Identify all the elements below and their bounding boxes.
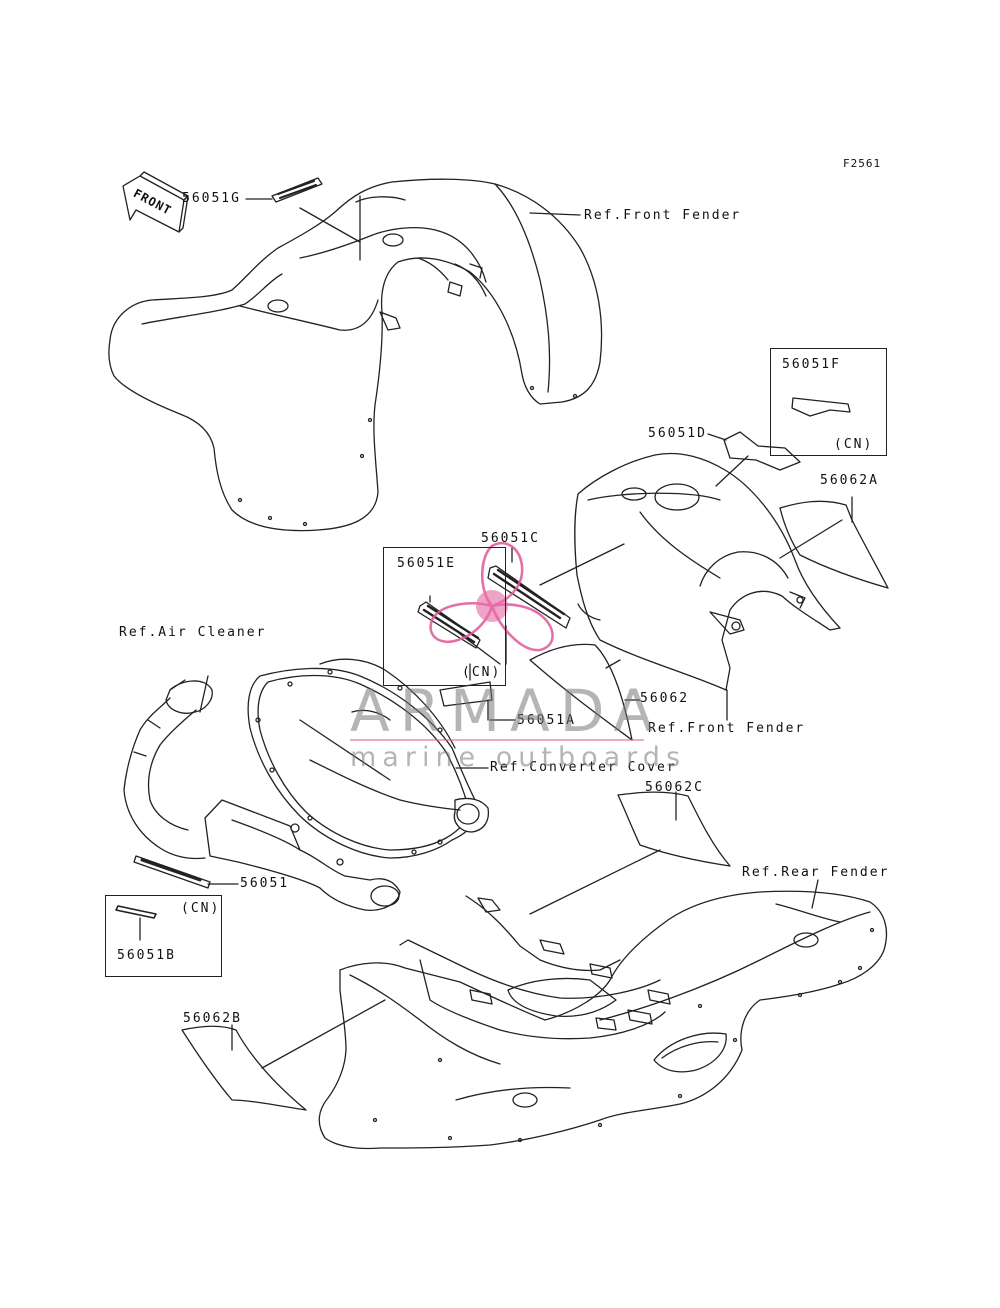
- front-arrow-icon: [122, 171, 189, 233]
- ref-label-front-fender: Ref.Front Fender: [584, 208, 742, 223]
- ref-label-air-cleaner: Ref.Air Cleaner: [119, 625, 267, 640]
- air-cleaner-duct-drawing: [123, 675, 401, 911]
- part-label-56051: 56051: [240, 876, 290, 891]
- ref-label-rear-fender: Ref.Rear Fender: [742, 865, 890, 880]
- converter-cover-drawing: [247, 658, 490, 859]
- part-label-56062B: 56062B: [183, 1011, 242, 1026]
- part-label-56051C: 56051C: [481, 531, 540, 546]
- ref-label-converter-cover: Ref.Converter Cover: [490, 760, 677, 775]
- rear-fender-drawing: [318, 890, 888, 1150]
- watermark-title: ARMADA: [350, 677, 664, 745]
- part-label-56062C: 56062C: [645, 780, 704, 795]
- armada-propeller-logo-icon: [429, 541, 554, 652]
- part-label-56062A: 56062A: [820, 473, 879, 488]
- detail-box-56051F: [770, 348, 887, 456]
- part-label-56051A: 56051A: [517, 713, 576, 728]
- part-label-56051B: 56051B: [117, 948, 176, 963]
- part-label-56051F: 56051F: [782, 357, 841, 372]
- figure-code: F2561: [843, 157, 882, 170]
- cn-label: (CN): [834, 437, 874, 452]
- watermark-subtitle: marine outboards: [350, 742, 687, 773]
- part-label-56051D: 56051D: [648, 426, 707, 441]
- front-fender-middle-drawing: [574, 452, 841, 691]
- detail-box-56051E: [383, 547, 506, 686]
- part-label-56051G: 56051G: [182, 191, 241, 206]
- part-label-56051E: 56051E: [397, 556, 456, 571]
- front-fender-top-drawing: [108, 178, 603, 532]
- part-label-56062: 56062: [640, 691, 690, 706]
- detail-box-56051B: [105, 895, 222, 977]
- ref-label-front-fender: Ref.Front Fender: [648, 721, 806, 736]
- cn-label: (CN): [181, 901, 221, 916]
- cn-label: (CN): [462, 665, 502, 680]
